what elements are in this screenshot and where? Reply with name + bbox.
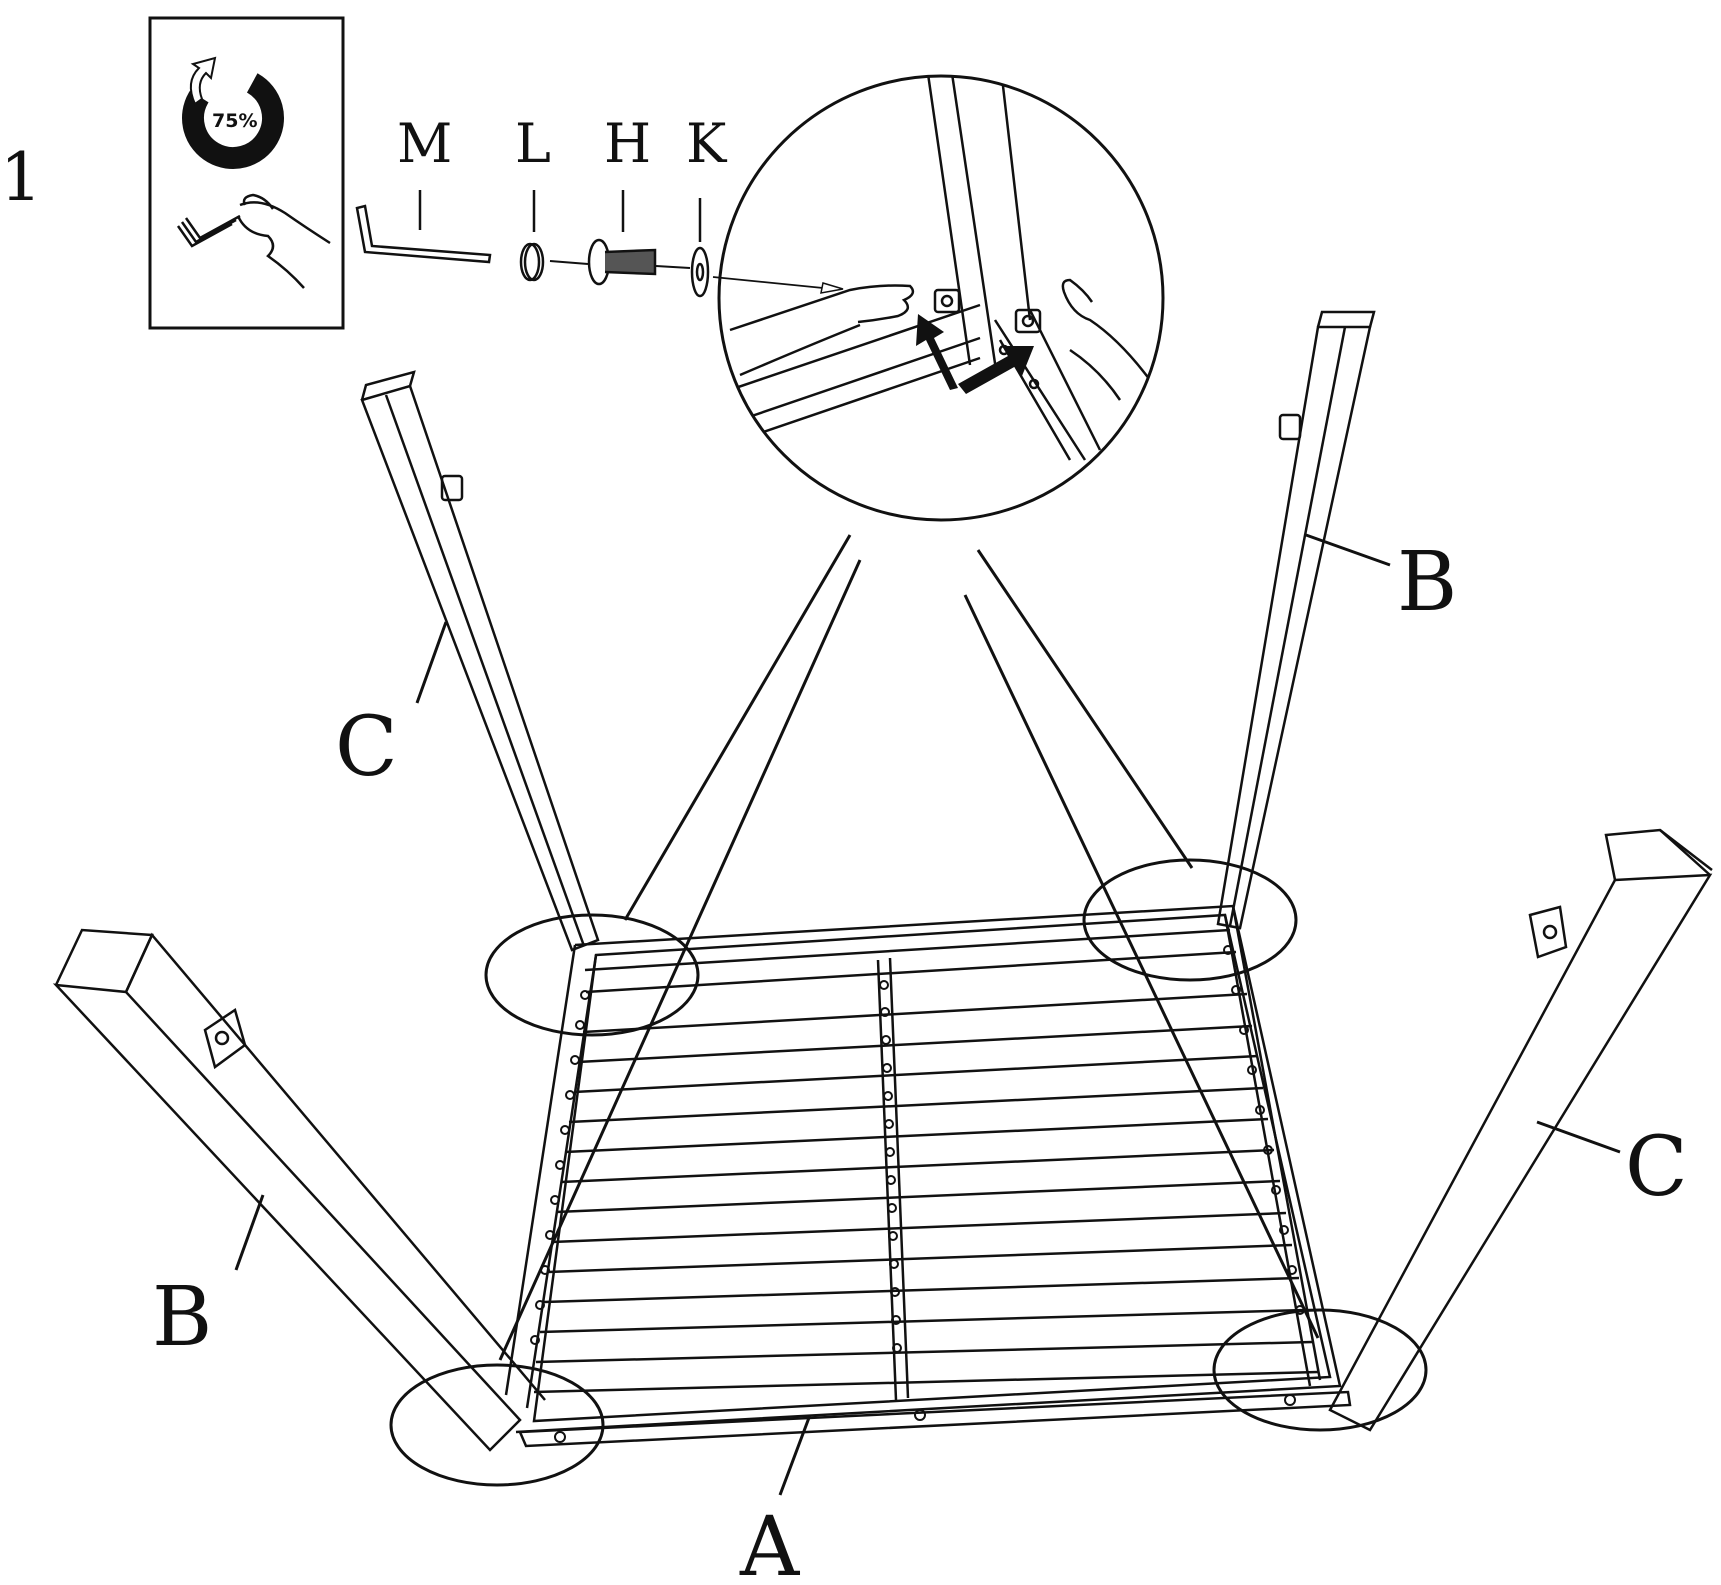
washer-k <box>690 198 710 298</box>
part-label-a: A <box>739 1500 801 1585</box>
arrow-up-right-icon <box>958 346 1034 394</box>
zoom-leader-lines <box>498 534 1320 1361</box>
frame-a-bolt-holes <box>530 945 1305 1443</box>
detail-zoom-circle <box>717 74 1165 522</box>
hardware-label-h: H <box>604 112 651 175</box>
leg-b-back-right <box>1216 310 1376 930</box>
tool-box: 75% <box>148 16 345 330</box>
part-label-b-back: B <box>1397 535 1457 630</box>
hardware-label-k: K <box>686 112 728 175</box>
hand-allen-key-icon <box>176 193 331 289</box>
part-label-c-front: C <box>1625 1120 1688 1215</box>
leg-c-front-right <box>1328 828 1713 1432</box>
bolt-h <box>587 190 657 286</box>
spring-washer-l <box>519 190 545 282</box>
hardware-label-m: M <box>397 112 452 175</box>
allen-key-m <box>355 190 492 264</box>
leg-c-back-left <box>360 370 600 952</box>
leg-b-front-left <box>52 928 546 1452</box>
frame-a <box>504 904 1352 1448</box>
torque-percent: 75% <box>212 110 257 132</box>
corner-highlights <box>389 858 1428 1487</box>
arrow-up-left-icon <box>916 314 958 390</box>
hardware-row: M L H K <box>355 112 844 298</box>
part-label-c-back: C <box>335 700 398 795</box>
rotate-arrow-icon: 75% <box>182 56 284 169</box>
part-label-b-front: B <box>152 1270 212 1365</box>
step-number: 1 <box>0 139 42 216</box>
label-leaders <box>234 533 1621 1496</box>
hardware-label-l: L <box>515 112 551 175</box>
